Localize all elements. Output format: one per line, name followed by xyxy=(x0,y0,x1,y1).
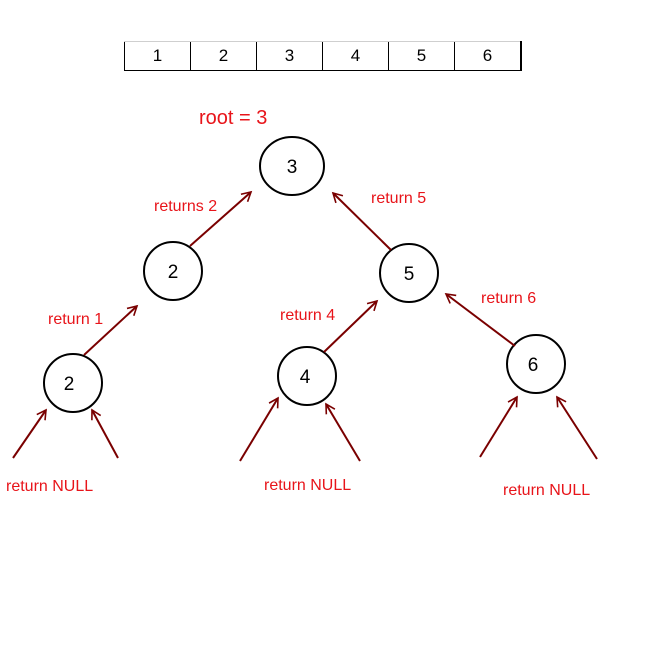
arrow-null-middle-b xyxy=(325,402,361,462)
tree-node-3: 3 xyxy=(259,136,325,196)
array-cell: 2 xyxy=(190,41,257,71)
array-cell: 3 xyxy=(256,41,323,71)
node-value: 6 xyxy=(528,355,539,376)
edge-label-return-5: return 5 xyxy=(371,190,426,207)
array-cell: 6 xyxy=(454,41,522,71)
arrow-null-right-b xyxy=(556,395,598,460)
edge-label-returns-2: returns 2 xyxy=(154,198,217,215)
edge-label-return-1: return 1 xyxy=(48,311,103,328)
tree-node-6: 6 xyxy=(506,334,566,394)
arrow-null-middle-a xyxy=(239,396,279,462)
node-value: 2 xyxy=(168,262,179,283)
sorted-array: 1 2 3 4 5 6 xyxy=(124,41,522,71)
tree-node-5: 5 xyxy=(379,243,439,303)
root-label: root = 3 xyxy=(199,107,267,129)
arrow-2-to-3 xyxy=(189,190,253,247)
tree-node-4: 4 xyxy=(277,346,337,406)
arrow-2leaf-to-2 xyxy=(83,304,139,356)
arrow-null-left-a xyxy=(12,408,47,459)
array-cell: 1 xyxy=(124,41,191,71)
edge-label-return-4: return 4 xyxy=(280,307,335,324)
arrow-null-left-b xyxy=(91,408,119,459)
tree-node-2-leaf: 2 xyxy=(43,353,103,413)
array-cell: 4 xyxy=(322,41,389,71)
null-label-right: return NULL xyxy=(503,482,590,499)
edge-label-return-6: return 6 xyxy=(481,290,536,307)
null-label-middle: return NULL xyxy=(264,477,351,494)
arrow-4-to-5 xyxy=(323,299,379,353)
node-value: 5 xyxy=(404,264,415,285)
node-value: 4 xyxy=(300,367,311,388)
arrow-null-right-a xyxy=(479,395,518,458)
node-value: 2 xyxy=(64,374,75,395)
null-label-left: return NULL xyxy=(6,478,93,495)
tree-node-2: 2 xyxy=(143,241,203,301)
arrow-6-to-5 xyxy=(444,293,516,347)
node-value: 3 xyxy=(287,157,298,178)
arrow-5-to-3 xyxy=(331,191,392,251)
array-cell: 5 xyxy=(388,41,455,71)
